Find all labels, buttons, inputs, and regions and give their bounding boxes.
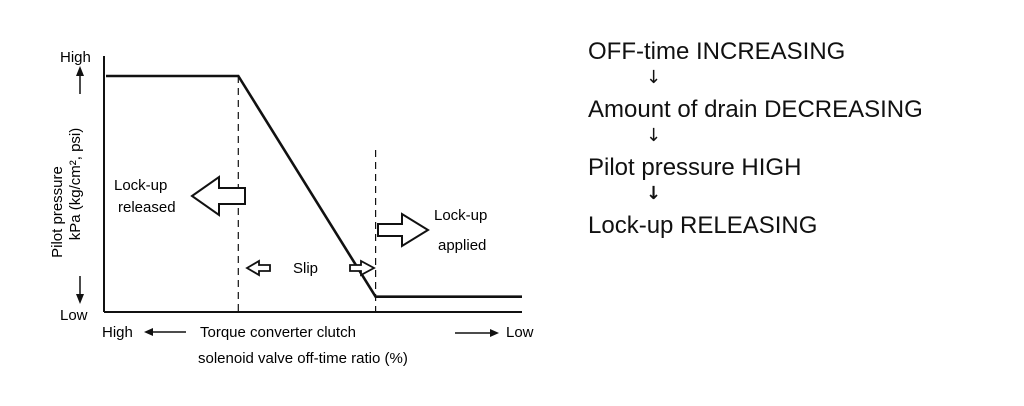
lockup-applied-label-line1: Lock-up bbox=[434, 207, 487, 224]
x-axis-label-line2: solenoid valve off-time ratio (%) bbox=[198, 350, 408, 367]
x-low-label: Low bbox=[506, 324, 534, 341]
x-left-arrow-head bbox=[144, 328, 153, 336]
flow-down-arrow-icon: ↓ bbox=[646, 125, 662, 146]
released-left-arrow-icon bbox=[190, 175, 246, 217]
flow-step-drain: Amount of drain DECREASING bbox=[588, 96, 923, 123]
flow-down-arrow-icon: ↓ bbox=[646, 67, 662, 88]
slip-left-arrow-icon bbox=[245, 259, 271, 277]
applied-right-arrow-icon bbox=[377, 212, 430, 248]
x-right-arrow-head bbox=[490, 329, 499, 337]
y-low-label: Low bbox=[60, 307, 88, 324]
x-axis-label-line1: Torque converter clutch bbox=[200, 324, 356, 341]
flow-step-pilot-pressure: Pilot pressure HIGH bbox=[588, 154, 802, 181]
flow-step-offtime: OFF-time INCREASING bbox=[588, 38, 846, 65]
pilot-pressure-line bbox=[106, 74, 522, 299]
flow-step-lockup: Lock-up RELEASING bbox=[588, 212, 818, 239]
slip-right-arrow-icon bbox=[349, 259, 376, 277]
y-high-label: High bbox=[60, 49, 91, 66]
y-axis-label-line2: kPa (kg/cm², psi) bbox=[67, 128, 84, 241]
lockup-released-label-line2: released bbox=[118, 199, 176, 216]
y-down-arrow-head bbox=[76, 294, 84, 304]
lockup-released-label-line1: Lock-up bbox=[114, 177, 167, 194]
flow-down-arrow-icon: ↓ bbox=[646, 183, 662, 204]
logic-flow: OFF-time INCREASING ↓ Amount of drain DE… bbox=[588, 38, 1008, 240]
y-up-arrow-head bbox=[76, 66, 84, 76]
x-high-label: High bbox=[102, 324, 133, 341]
slip-label: Slip bbox=[293, 260, 318, 277]
lockup-applied-label-line2: applied bbox=[438, 237, 486, 254]
pressure-chart: High Low Pilot pressure kPa (kg/cm², psi… bbox=[49, 49, 534, 367]
y-axis-label-line1: Pilot pressure bbox=[49, 166, 66, 258]
